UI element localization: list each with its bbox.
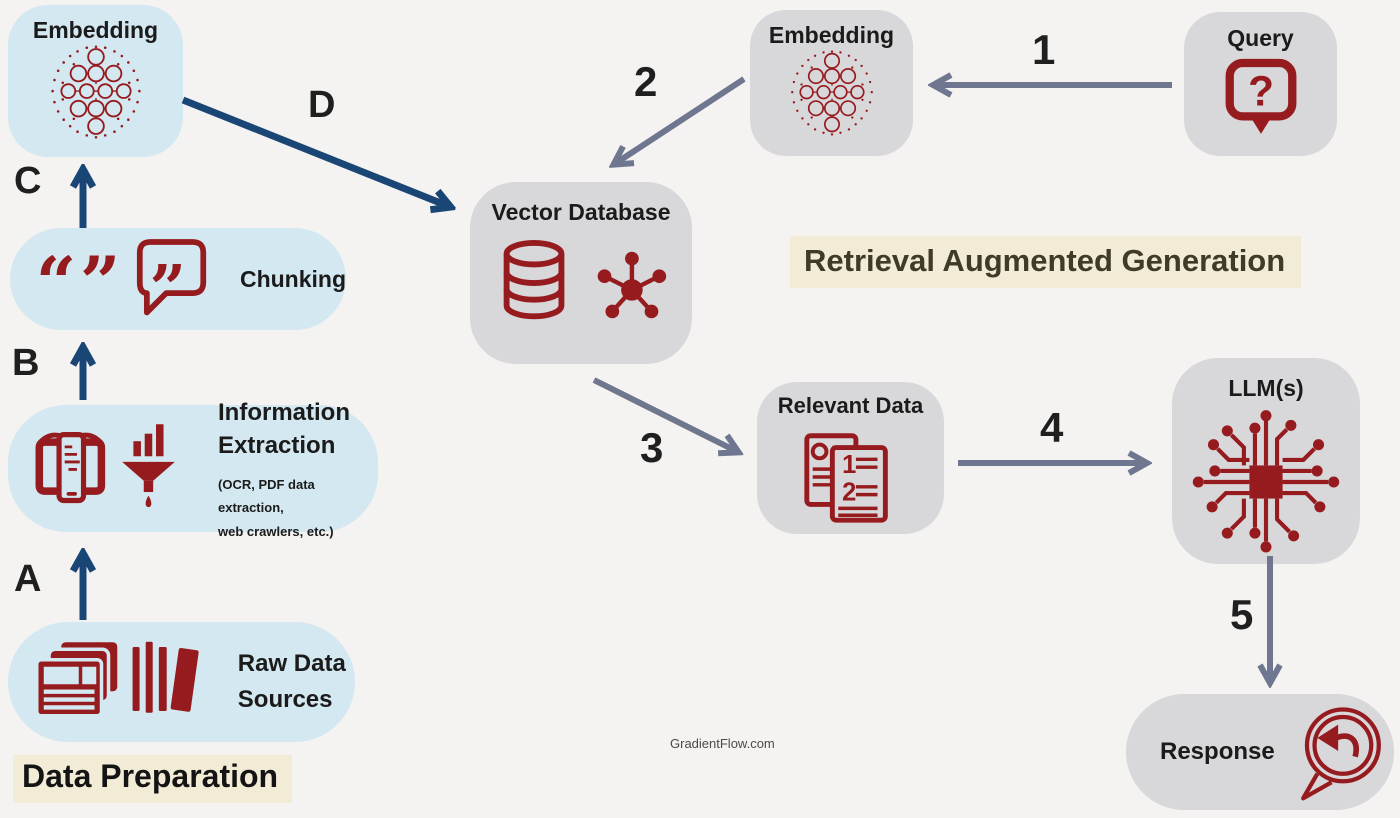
node-embedding-prep: Embedding <box>8 5 183 157</box>
neural-network-icon <box>788 49 876 137</box>
node-information-extraction: Information Extraction (OCR, PDF data ex… <box>8 399 378 539</box>
banner-data-preparation: Data Preparation <box>13 755 293 803</box>
node-title: Response <box>1160 738 1275 766</box>
database-icon <box>503 240 565 320</box>
neural-network-icon <box>48 44 144 140</box>
svg-text:?: ? <box>1248 67 1274 114</box>
node-title: Chunking <box>239 265 346 292</box>
raw-data-icons <box>35 638 202 718</box>
step-label-5: 5 <box>1230 591 1254 638</box>
newspaper-stack-icon <box>35 638 121 718</box>
step-label-a: A <box>14 558 42 600</box>
step-label-4: 4 <box>1040 404 1064 451</box>
quote-chunking-icon: “ ” ” <box>36 239 207 326</box>
step-label-3: 3 <box>640 424 664 471</box>
step-label-b: B <box>12 342 40 384</box>
step-label-c: C <box>14 160 42 202</box>
node-note-line2: web crawlers, etc.) <box>218 523 334 539</box>
svg-text:“: “ <box>36 241 77 324</box>
node-relevant-data: Relevant Data 1 2 <box>757 382 944 534</box>
banner-retrieval-augmented-generation: Retrieval Augmented Generation <box>790 236 1302 288</box>
ocr-scan-icon <box>35 432 106 504</box>
chip-icon <box>1192 410 1340 553</box>
node-note-line1: (OCR, PDF data extraction, <box>218 477 315 516</box>
node-llm: LLM(s) <box>1172 358 1360 564</box>
book-stack-icon <box>129 638 202 715</box>
svg-text:”: ” <box>80 241 121 324</box>
node-title: Vector Database <box>491 199 671 225</box>
node-title: Relevant Data <box>777 393 924 418</box>
step-label-2: 2 <box>634 58 658 105</box>
speech-bubble-quote-icon: ” <box>136 239 207 326</box>
node-vector-database: Vector Database <box>470 182 692 364</box>
node-title: Information Extraction <box>218 398 350 460</box>
svg-text:2: 2 <box>842 478 856 506</box>
watermark: GradientFlow.com <box>670 736 775 751</box>
node-chunking: “ ” ” Chunking <box>10 228 346 330</box>
node-query: Query ? <box>1184 12 1337 156</box>
node-title: Embedding <box>768 22 895 48</box>
node-response: Response <box>1126 694 1394 810</box>
reply-bubble-icon <box>1300 707 1381 801</box>
svg-text:1: 1 <box>842 451 856 479</box>
node-raw-data-sources: Raw Data Sources <box>8 622 355 742</box>
vector-db-icons <box>503 240 667 320</box>
arrow-3 <box>592 377 736 451</box>
funnel-chart-icon <box>122 424 175 508</box>
step-label-1: 1 <box>1032 26 1056 73</box>
network-hub-icon <box>597 251 667 319</box>
node-title: Query <box>1227 25 1294 51</box>
question-bubble-icon: ? <box>1225 58 1296 134</box>
node-title: Embedding <box>32 17 159 43</box>
information-extraction-icons <box>35 424 175 508</box>
step-label-d: D <box>308 84 336 126</box>
node-title: LLM(s) <box>1228 375 1304 401</box>
ranked-documents-icon: 1 2 <box>803 433 888 523</box>
node-title: Raw Data Sources <box>237 650 346 713</box>
node-embedding-query: Embedding <box>750 10 913 156</box>
svg-text:”: ” <box>149 251 186 326</box>
